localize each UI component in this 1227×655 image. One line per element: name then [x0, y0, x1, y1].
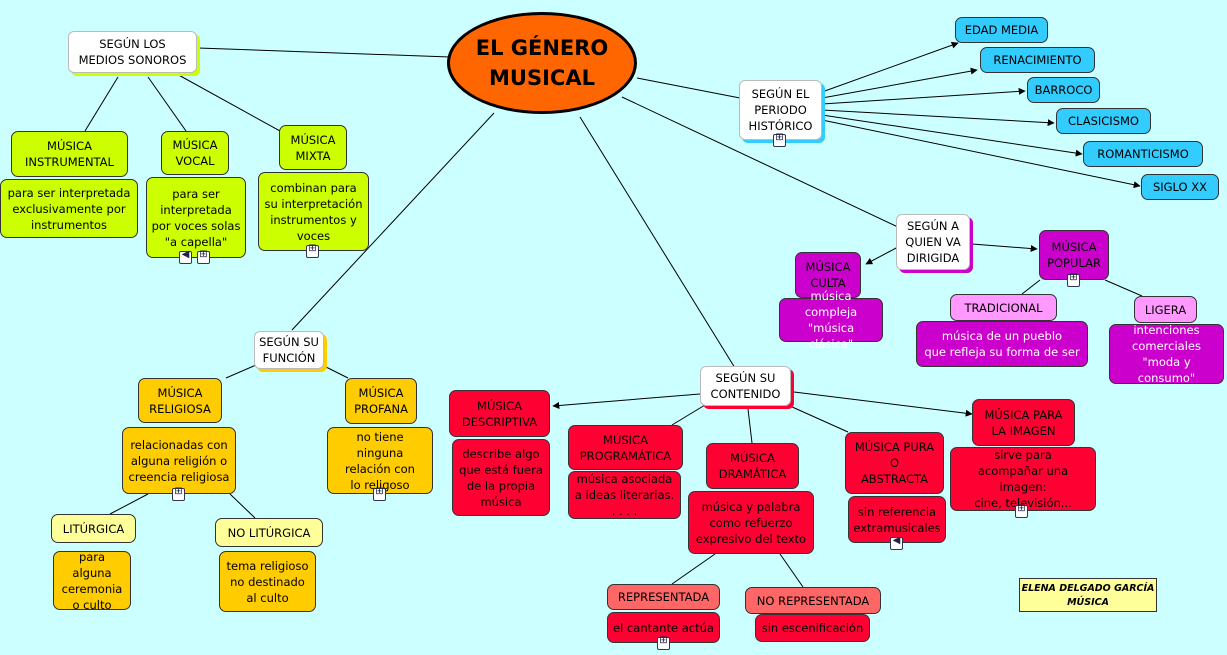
submap-icon[interactable]: ⊞ — [306, 243, 319, 258]
submap-icon[interactable]: ⊞ — [657, 635, 670, 650]
node-musica-profana[interactable]: MÚSICA PROFANA — [345, 378, 417, 424]
desc-musica-vocal: para ser interpretada por voces solas "a… — [146, 177, 246, 258]
node-musica-para-la-imagen[interactable]: MÚSICA PARA LA IMAGEN — [972, 399, 1075, 446]
node-barroco[interactable]: BARROCO — [1027, 77, 1100, 103]
node-musica-vocal[interactable]: MÚSICA VOCAL — [161, 131, 229, 175]
node-renacimiento[interactable]: RENACIMIENTO — [980, 47, 1095, 73]
submap-icon[interactable]: ⊞ — [773, 132, 786, 147]
desc-liturgica: para alguna ceremonia o culto — [53, 550, 131, 612]
desc-musica-descriptiva: describe algo que está fuera de la propi… — [452, 439, 550, 516]
desc-musica-pura-abstracta: sin referencia extramusicales — [848, 496, 946, 543]
node-siglo-xx[interactable]: SIGLO XX — [1141, 174, 1219, 200]
speaker-icon[interactable]: ◀ — [179, 249, 192, 264]
desc-musica-religiosa: relacionadas con alguna religión o creen… — [122, 427, 236, 494]
node-musica-religiosa[interactable]: MÚSICA RELIGIOSA — [138, 378, 222, 423]
desc-musica-culta: música compleja "música clásica" — [779, 289, 883, 351]
desc-musica-instrumental: para ser interpretada exclusivamente por… — [0, 179, 138, 238]
node-musica-dramatica[interactable]: MÚSICA DRAMÁTICA — [706, 443, 799, 489]
header-dirigida[interactable]: SEGÚN A QUIEN VA DIRIGIDA — [896, 214, 970, 270]
desc-musica-mixta: combinan para su interpretación instrume… — [258, 172, 369, 251]
submap-icon[interactable]: ⊞ — [172, 486, 185, 501]
desc-musica-para-la-imagen: sirve para acompañar una imagen: cine, t… — [950, 447, 1096, 511]
node-musica-culta[interactable]: MÚSICA CULTA — [795, 252, 861, 298]
node-no-representada[interactable]: NO REPRESENTADA — [745, 587, 881, 614]
node-musica-instrumental[interactable]: MÚSICA INSTRUMENTAL — [11, 131, 128, 177]
node-no-liturgica[interactable]: NO LITÚRGICA — [215, 518, 323, 547]
submap-icon[interactable]: ⊞ — [1015, 503, 1028, 518]
header-contenido[interactable]: SEGÚN SU CONTENIDO — [700, 366, 791, 406]
header-funcion[interactable]: SEGÚN SU FUNCIÓN — [254, 331, 324, 369]
submap-icon[interactable]: ⊞ — [373, 486, 386, 501]
node-musica-programatica[interactable]: MÚSICA PROGRAMÁTICA — [568, 425, 683, 470]
node-clasicismo[interactable]: CLASICISMO — [1056, 108, 1151, 134]
header-medios-sonoros[interactable]: SEGÚN LOS MEDIOS SONOROS — [68, 31, 197, 73]
desc-musica-profana: no tiene ninguna relación con lo religos… — [327, 427, 433, 494]
node-ligera[interactable]: LIGERA — [1134, 296, 1197, 323]
desc-no-representada: sin escenificación — [755, 614, 870, 642]
submap-icon[interactable]: ⊞ — [197, 249, 210, 264]
node-liturgica[interactable]: LITÚRGICA — [51, 514, 136, 543]
desc-musica-dramatica: música y palabra como refuerzo expresivo… — [688, 491, 814, 554]
central-title[interactable]: EL GÉNERO MUSICAL — [447, 12, 637, 114]
node-tradicional[interactable]: TRADICIONAL — [950, 294, 1057, 321]
desc-no-liturgica: tema religioso no destinado al culto — [219, 551, 316, 612]
speaker-icon[interactable]: ◀ — [890, 535, 903, 550]
node-representada[interactable]: REPRESENTADA — [607, 584, 720, 610]
desc-tradicional: música de un pueblo que refleja su forma… — [916, 321, 1088, 367]
node-musica-mixta[interactable]: MÚSICA MIXTA — [279, 125, 347, 170]
author-signature: ELENA DELGADO GARCÍA MÚSICA — [1019, 578, 1157, 612]
desc-musica-programatica: música asociada a ideas literarias. . . … — [568, 471, 681, 519]
header-periodo-historico[interactable]: SEGÚN EL PERIODO HISTÓRICO — [739, 80, 822, 140]
node-musica-descriptiva[interactable]: MÚSICA DESCRIPTIVA — [449, 390, 550, 437]
node-edad-media[interactable]: EDAD MEDIA — [955, 17, 1048, 43]
node-musica-popular[interactable]: MÚSICA POPULAR — [1039, 230, 1109, 280]
node-romanticismo[interactable]: ROMANTICISMO — [1083, 141, 1203, 167]
node-musica-pura-abstracta[interactable]: MÚSICA PURA O ABSTRACTA — [845, 432, 944, 494]
desc-ligera: intenciones comerciales "moda y consumo" — [1109, 323, 1224, 385]
submap-icon[interactable]: ⊞ — [1067, 272, 1080, 287]
